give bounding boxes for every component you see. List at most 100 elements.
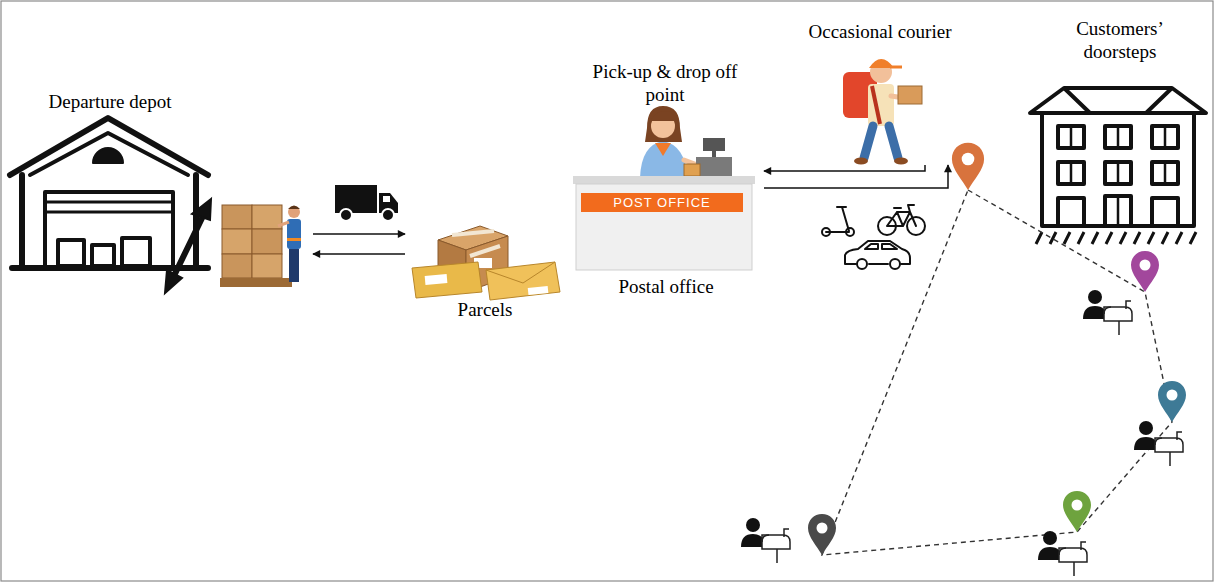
post-office-counter	[655, 143, 671, 156]
double-arrow	[165, 270, 182, 293]
flow-arrow	[764, 165, 948, 188]
courier-figure	[864, 126, 898, 158]
vehicle-icons	[865, 244, 897, 249]
customers-building	[1042, 110, 1194, 226]
parcels-illustration	[486, 262, 555, 283]
truck-icon	[335, 185, 377, 213]
customer-mailbox-icon	[741, 518, 790, 563]
depot-building	[45, 192, 173, 268]
map-pin	[1063, 491, 1091, 532]
courier-figure	[894, 158, 908, 165]
post-office-counter	[573, 106, 755, 270]
double-arrow	[165, 199, 211, 293]
pallet-worker	[220, 205, 301, 287]
pallet-worker	[289, 249, 299, 282]
post-office-counter	[576, 184, 752, 270]
node-label: Occasional courier	[805, 20, 955, 43]
courier-figure	[872, 86, 880, 124]
truck-icon	[382, 209, 394, 221]
parcels-illustration	[412, 262, 482, 298]
delivery-route	[822, 190, 1172, 555]
node-label: Departure depot	[30, 90, 190, 113]
customer-mailbox-icon	[1134, 421, 1183, 466]
courier-figure	[868, 84, 894, 126]
depot-building	[92, 245, 114, 266]
post-office-counter	[712, 151, 716, 157]
vehicle-icons	[826, 207, 849, 232]
post-office-counter	[645, 106, 682, 142]
post-office-counter	[573, 176, 755, 184]
vehicle-icons	[822, 228, 830, 236]
parcels-illustration	[412, 226, 560, 300]
pallet-worker	[220, 278, 292, 287]
map-pin	[1131, 251, 1159, 292]
customers-building	[1058, 198, 1084, 226]
customer-mailbox-icon	[1083, 290, 1132, 335]
vehicle-icons	[890, 259, 900, 269]
map-pin	[1158, 381, 1186, 422]
depot-building	[93, 148, 123, 163]
pallet-worker	[252, 229, 282, 254]
depot-building	[10, 118, 208, 268]
customers-building	[1036, 232, 1196, 244]
parcels-illustration	[425, 274, 448, 285]
post-office-counter	[640, 141, 688, 178]
parcels-illustration	[452, 231, 500, 256]
depot-building	[45, 202, 173, 212]
flow-arrow	[313, 233, 405, 235]
truck-icon	[340, 209, 352, 221]
pallet-worker	[222, 205, 252, 229]
post-office-counter	[651, 111, 676, 121]
post-office-counter	[696, 157, 732, 176]
double-arrow	[172, 214, 204, 280]
courier-figure	[898, 86, 922, 104]
courier-figure	[843, 59, 922, 165]
customers-building	[1030, 88, 1206, 244]
vehicle-icons	[846, 228, 854, 236]
pallet-worker	[222, 229, 252, 254]
vehicle-icons	[857, 259, 867, 269]
flow-arrow	[313, 253, 405, 255]
parcels-illustration	[528, 286, 549, 295]
illustration-node: Pick-up & drop off pointPOST OFFICE Posta…	[570, 55, 764, 300]
vehicle-icons	[887, 205, 916, 226]
depot-building	[30, 133, 188, 175]
flow-arrow	[764, 165, 925, 171]
customers-building	[1030, 88, 1206, 113]
illustration-node: Departure depot	[8, 85, 313, 297]
pallet-worker	[288, 206, 300, 218]
depot-building	[122, 238, 150, 266]
node-label: Postal office	[570, 275, 762, 298]
post-office-counter	[581, 193, 743, 212]
sign-text: POST OFFICE	[581, 193, 743, 212]
post-office-counter	[684, 164, 700, 176]
map-pin	[952, 143, 984, 190]
depot-building	[58, 240, 84, 266]
customers-building	[1071, 126, 1165, 226]
node-label: Pick-up & drop off point	[585, 60, 745, 106]
post-office-counter	[703, 138, 725, 151]
customers-building	[1152, 198, 1178, 226]
customer-mailbox-icon	[1038, 531, 1087, 576]
courier-figure	[854, 158, 868, 165]
pallet-worker	[288, 206, 300, 210]
depot-building	[12, 175, 208, 268]
node-label: Customers’ doorsteps	[1060, 17, 1180, 63]
pallet-worker	[252, 205, 282, 229]
truck-icon	[335, 185, 398, 221]
pallet-worker	[287, 238, 301, 241]
depot-building	[10, 118, 208, 175]
pallet-worker	[222, 254, 252, 278]
customers-building	[1064, 88, 1172, 113]
illustration-node: Parcels	[405, 205, 567, 323]
truck-icon	[383, 196, 390, 202]
pallet-worker	[278, 222, 289, 226]
courier-figure	[890, 66, 902, 69]
vehicle-icons	[845, 241, 910, 264]
parcels-illustration	[486, 262, 560, 300]
map-pin	[808, 514, 836, 555]
